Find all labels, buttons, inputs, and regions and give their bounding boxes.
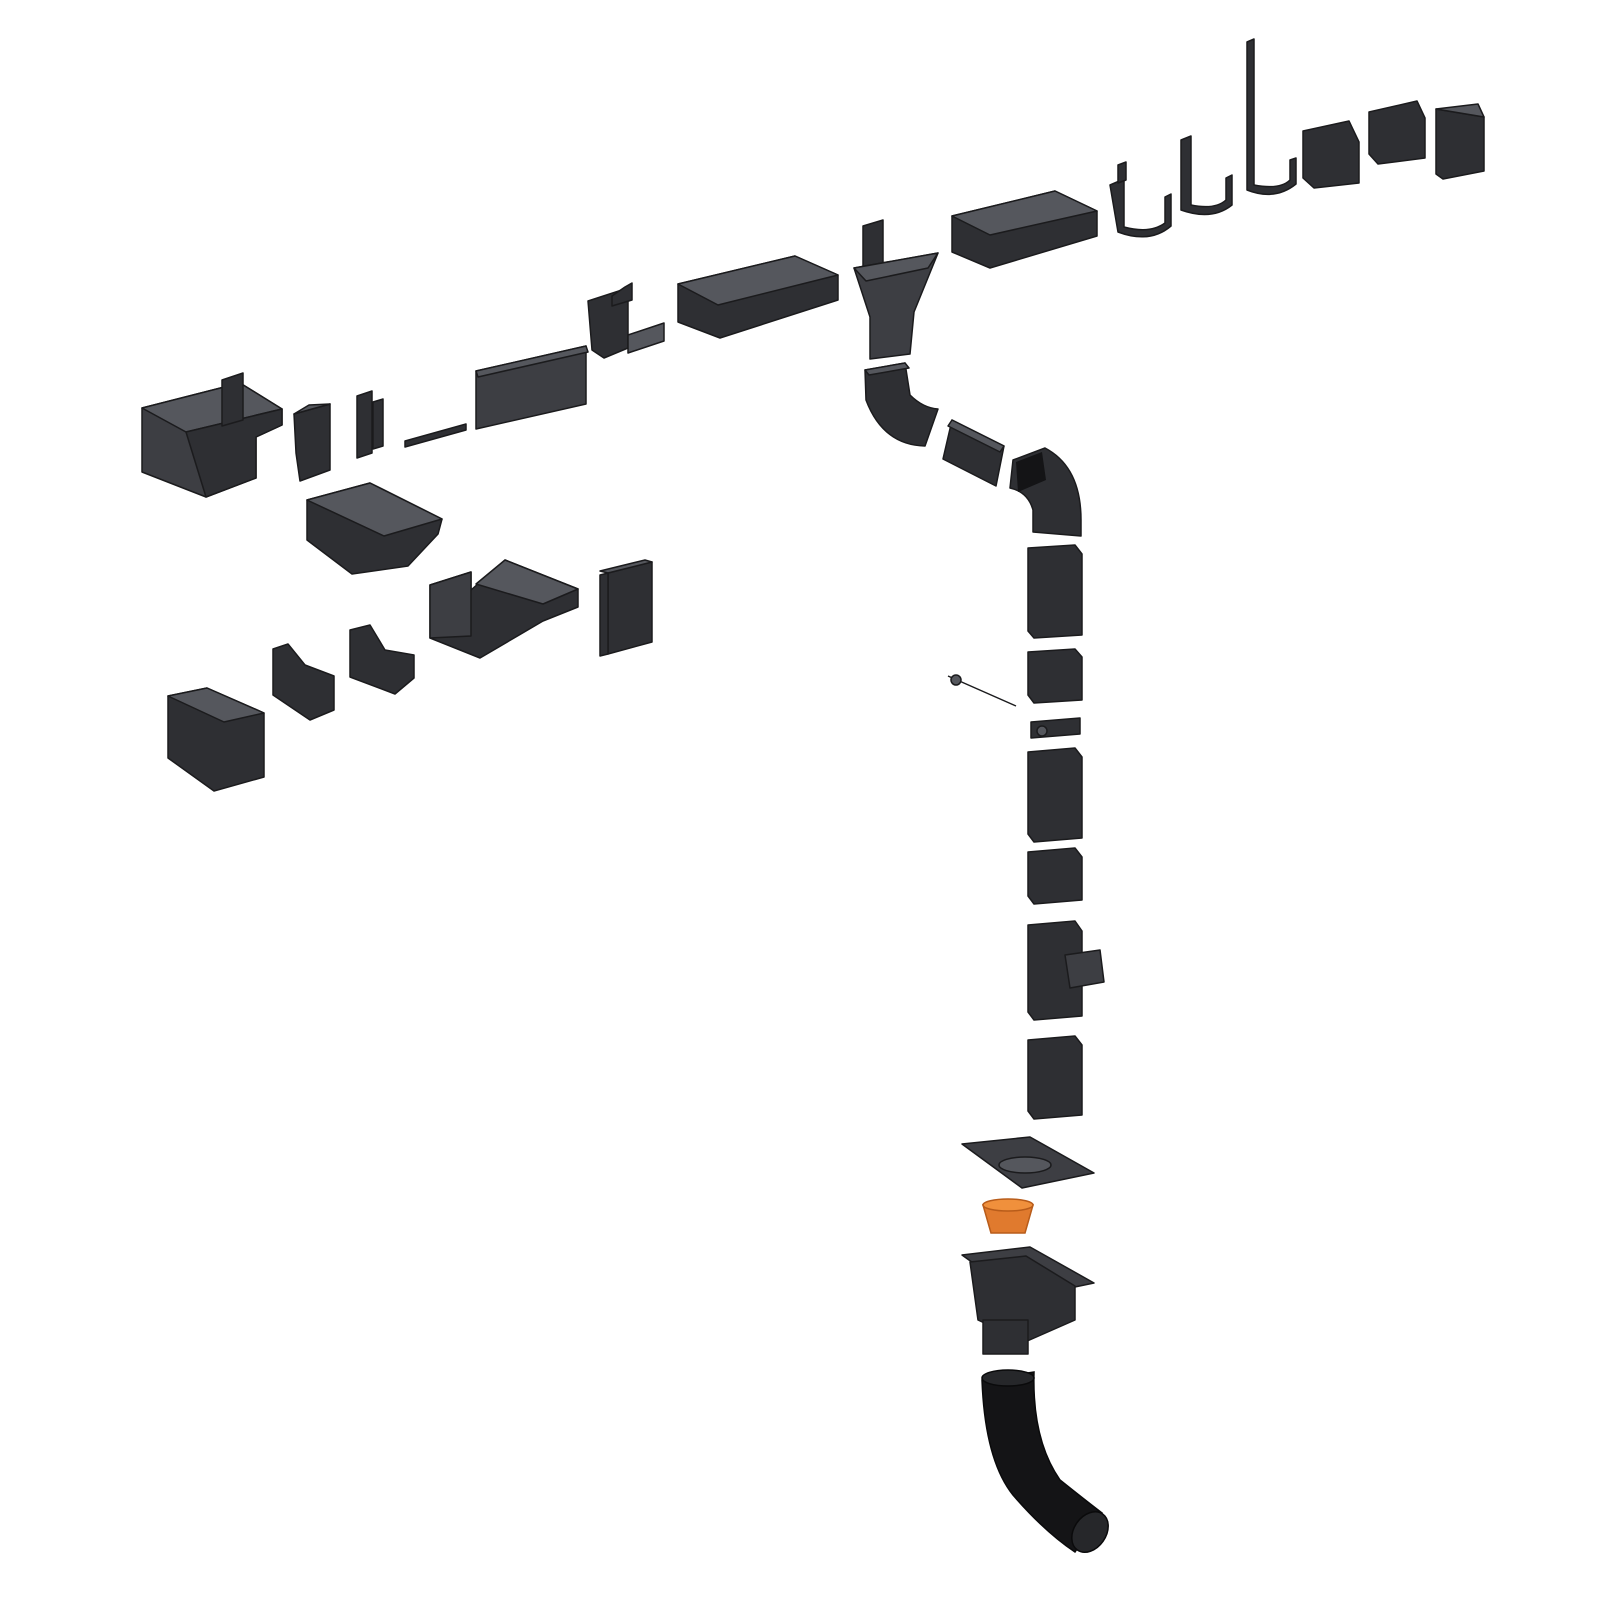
downpipe-section-2: [1027, 747, 1083, 843]
gutter-hanger-long: [1246, 38, 1297, 196]
gutter-end-cap-small-2: [349, 624, 415, 695]
gutter-end-cap-top-3: [1435, 103, 1485, 180]
gutter-end-cap-top-2: [1368, 100, 1426, 165]
downpipe-socket-1: [1027, 648, 1083, 704]
rain-water-gully: [961, 1246, 1095, 1355]
gutter-hanger-1: [1109, 161, 1172, 238]
gutter-internal-corner: [429, 559, 579, 659]
downpipe-tee-branch: [1027, 920, 1105, 1021]
downpipe-socket-2: [1027, 847, 1083, 905]
downpipe-section-1: [1027, 544, 1083, 639]
downpipe-pin: [947, 674, 1017, 707]
gutter-joint-strip: [404, 423, 467, 448]
drain-grate: [961, 1136, 1095, 1189]
downpipe-elbow-upper: [864, 362, 939, 447]
gutter-external-corner: [141, 372, 283, 498]
gutter-stop-end-bracket: [587, 282, 665, 359]
gutter-straight-section-1: [677, 255, 839, 339]
gutter-outlet-funnel: [853, 219, 939, 360]
downpipe-offset-section: [942, 419, 1005, 487]
gutter-hanger-2: [1180, 135, 1233, 216]
gutter-straight-section-left: [306, 482, 443, 575]
downpipe-section-3: [1027, 1035, 1083, 1120]
gutter-end-cap-top-1: [1302, 120, 1360, 189]
downpipe-elbow-lower: [1009, 447, 1082, 537]
gutter-end-cap-small-1: [272, 643, 335, 721]
gutter-joint: [475, 345, 589, 430]
gutter-connector-clip: [356, 390, 384, 459]
gutter-straight-section-2: [951, 190, 1098, 269]
downpipe-clamp: [1030, 717, 1081, 739]
gutter-end-piece: [599, 559, 653, 657]
leaf-strainer-basket: [982, 1198, 1034, 1234]
gutter-end-cap-left: [293, 403, 331, 482]
gutter-outlet-box: [167, 687, 265, 792]
flexible-drain-hose: [981, 1369, 1109, 1554]
